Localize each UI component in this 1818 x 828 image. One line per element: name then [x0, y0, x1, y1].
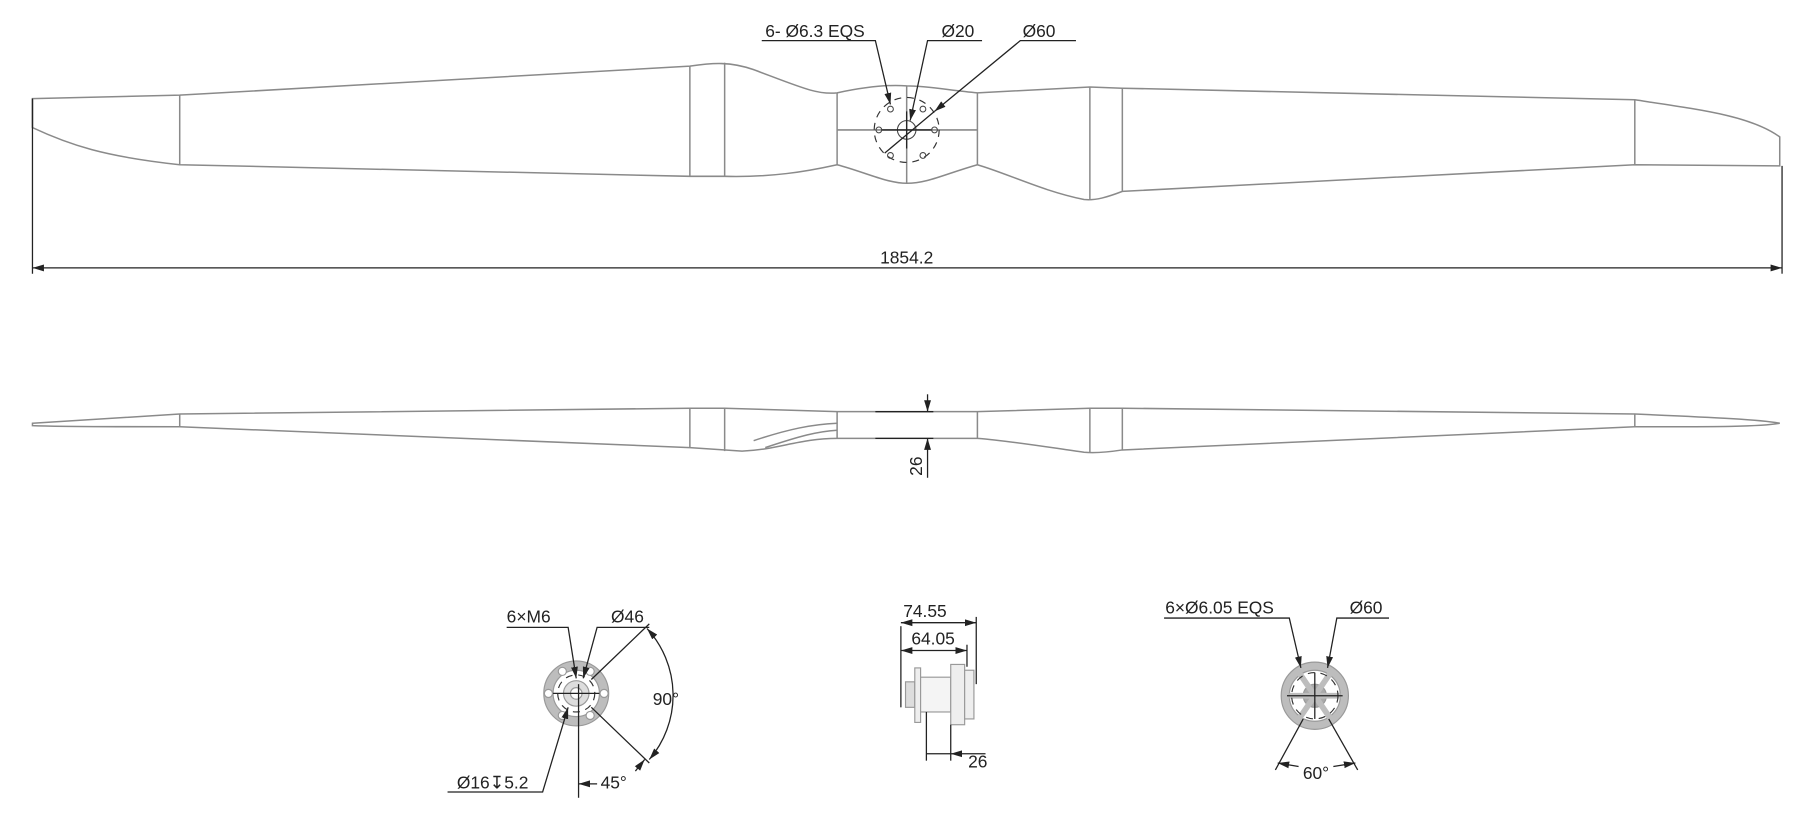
overall-width: 74.55: [903, 601, 946, 621]
top-leaders: [761, 40, 1076, 154]
top-view: 6- Ø6.3 EQS Ø20 Ø60 1854.2: [31, 21, 1783, 274]
overall-length-dimension: 1854.2: [31, 98, 1783, 274]
inner-width: 64.05: [911, 629, 954, 649]
hub-rear-view: 6×Ø6.05 EQS Ø60 60°: [1164, 597, 1390, 783]
pcd-label: Ø60: [1350, 597, 1383, 617]
hub-thickness: 26: [906, 457, 926, 476]
section-lines: [31, 62, 1636, 200]
counterbore-label: Ø16↧5.2: [457, 772, 529, 792]
flange-offset: 26: [968, 752, 987, 772]
holes-label: 6- Ø6.3 EQS: [765, 21, 864, 41]
hub-side-view: 74.55 64.05 26: [900, 601, 987, 772]
holes-label: 6×Ø6.05 EQS: [1165, 597, 1274, 617]
pcd-label: Ø46: [611, 607, 644, 627]
hub-front-view: 6×M6 Ø46 Ø16↧5.2 90° 45°: [447, 607, 679, 798]
hub-holes-top: [873, 96, 940, 163]
angle-45: 45°: [601, 772, 627, 792]
thickness-dimension: 26: [875, 394, 934, 478]
thread-label: 6×M6: [507, 607, 551, 627]
side-view: 26: [31, 394, 1780, 478]
pcd-label: Ø60: [1023, 21, 1056, 41]
bolt-holes: [543, 666, 609, 721]
angle-60: 60°: [1303, 763, 1329, 783]
center-bore-label: Ø20: [941, 21, 974, 41]
overall-length: 1854.2: [880, 247, 933, 267]
angle-90: 90°: [653, 689, 679, 709]
blade-outline-side: [31, 407, 1780, 454]
